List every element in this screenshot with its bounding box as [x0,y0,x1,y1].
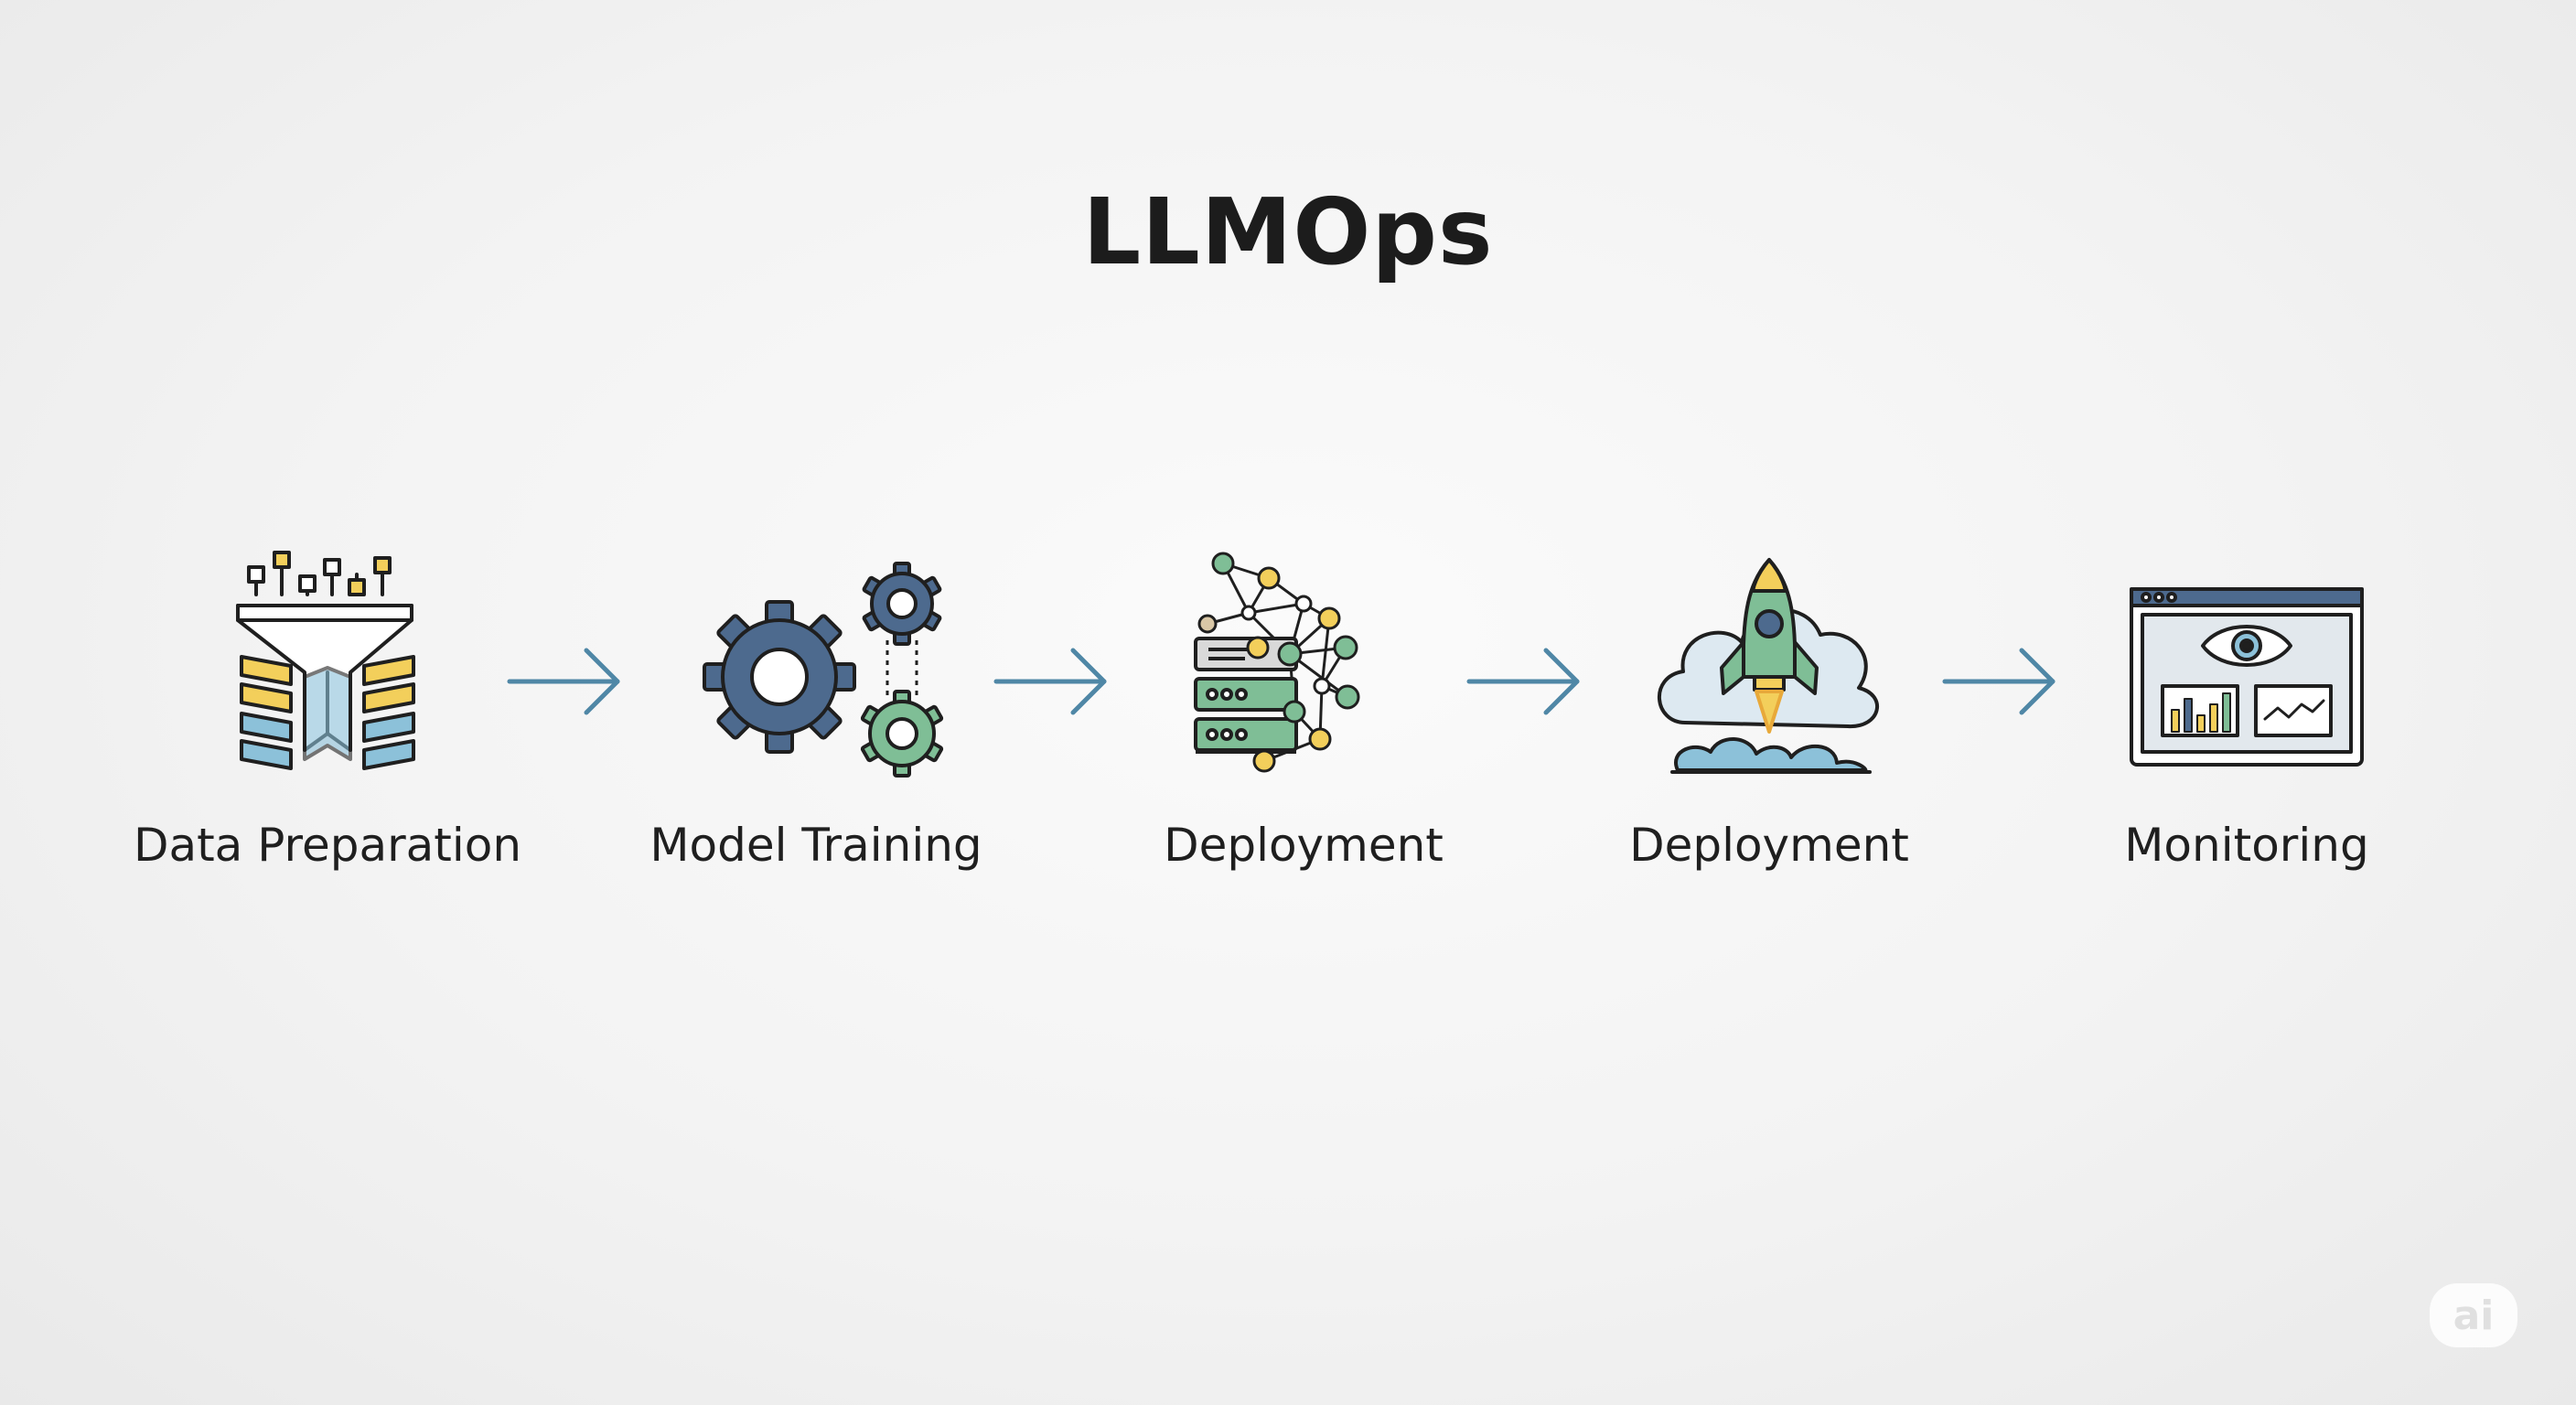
watermark-logo: ai [2430,1283,2517,1347]
step-label: Model Training [649,819,982,872]
arrow-right-icon [1942,648,2055,715]
step-data-preparation: Data Preparation [90,540,565,872]
step-deployment-launch: Deployment [1531,540,2007,872]
funnel-data-icon [236,551,415,770]
dashboard-eye-icon [2130,587,2364,767]
step-monitoring: Monitoring [2009,540,2485,872]
arrow-right-icon [993,648,1107,715]
diagram-title: LLMOps [1082,178,1494,285]
step-label: Data Preparation [133,819,522,872]
arrow-right-icon [507,648,620,715]
step-deployment-servers: Deployment [1066,540,1541,872]
server-network-icon [1194,552,1360,773]
step-label: Deployment [1629,819,1909,872]
gears-icon [703,562,944,778]
arrow-right-icon [1466,648,1580,715]
rocket-cloud-icon [1658,558,1879,774]
step-model-training: Model Training [578,540,1054,872]
step-label: Monitoring [2124,819,2369,872]
step-label: Deployment [1164,819,1444,872]
